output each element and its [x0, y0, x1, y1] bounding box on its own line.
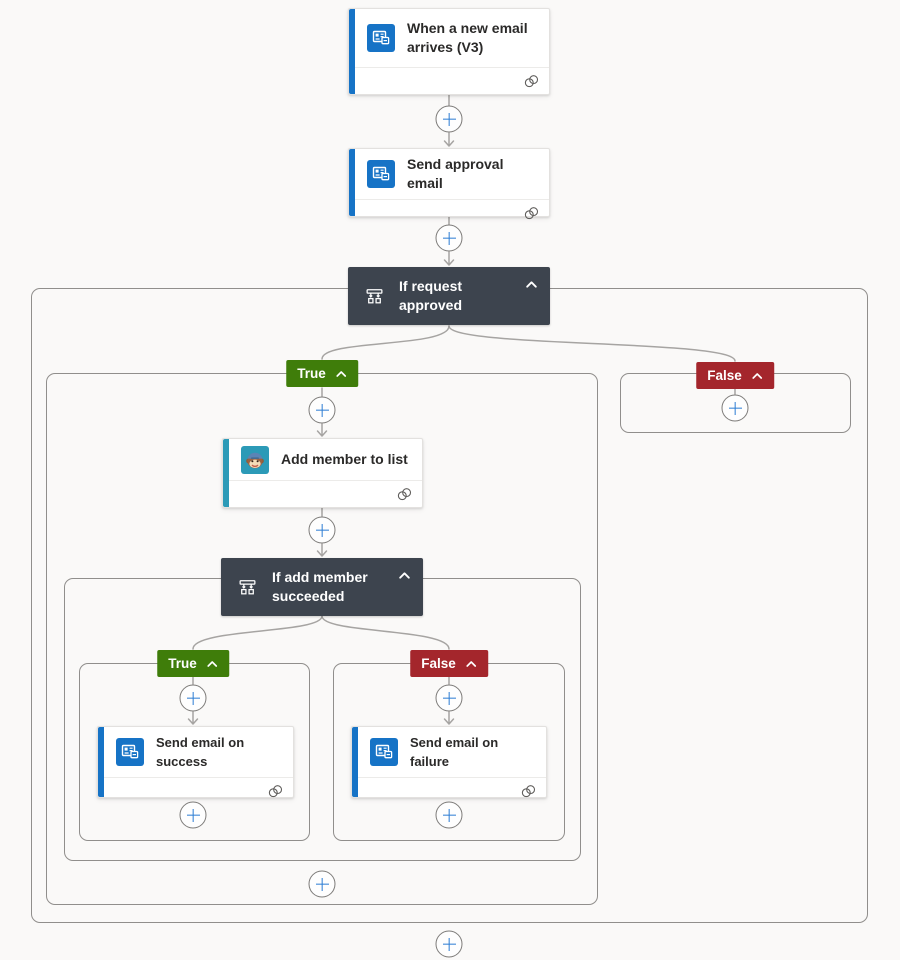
- chevron-up-icon: [335, 370, 346, 377]
- outlook-icon: [370, 738, 398, 766]
- card-title: Send email on success: [156, 735, 245, 769]
- insert-step-button[interactable]: [435, 105, 463, 133]
- insert-step-button[interactable]: [721, 394, 749, 422]
- insert-step-button[interactable]: [435, 930, 463, 958]
- nested-true-badge[interactable]: True: [157, 650, 229, 677]
- connection-icon[interactable]: [267, 784, 284, 799]
- true-badge-label: True: [297, 366, 326, 381]
- true-badge-label: True: [168, 656, 197, 671]
- false-badge[interactable]: False: [696, 362, 774, 389]
- card-footer: [223, 480, 422, 507]
- condition-icon: [239, 579, 256, 594]
- send-approval-card[interactable]: Send approval email: [348, 148, 550, 219]
- card-title: Send email on failure: [410, 735, 499, 769]
- card-footer: [349, 67, 549, 94]
- condition-request-card[interactable]: If request approved: [348, 267, 550, 325]
- condition-title: If add member succeeded: [272, 569, 368, 604]
- insert-step-button[interactable]: [435, 224, 463, 252]
- card-accent-bar: [98, 727, 104, 797]
- chevron-up-icon: [465, 660, 476, 667]
- chevron-up-icon[interactable]: [398, 571, 411, 580]
- send-failure-card[interactable]: Send email on failure: [351, 726, 547, 798]
- outlook-icon: [116, 738, 144, 766]
- nested-false-badge[interactable]: False: [410, 650, 488, 677]
- connection-icon[interactable]: [520, 784, 537, 799]
- add-member-card[interactable]: Add member to list: [222, 438, 423, 508]
- outlook-icon: [367, 24, 395, 52]
- condition-title: If request approved: [399, 278, 463, 313]
- card-header: Send email on success: [98, 727, 293, 777]
- outlook-icon: [367, 160, 395, 188]
- condition-icon: [366, 288, 383, 303]
- insert-step-button[interactable]: [435, 684, 463, 712]
- insert-step-button[interactable]: [179, 801, 207, 829]
- card-title: Add member to list: [281, 451, 408, 467]
- false-badge-label: False: [707, 368, 742, 383]
- insert-step-button[interactable]: [435, 801, 463, 829]
- chevron-up-icon: [206, 660, 217, 667]
- card-accent-bar: [352, 727, 358, 797]
- card-accent-bar: [349, 9, 355, 94]
- condition-member-card[interactable]: If add member succeeded: [221, 558, 423, 616]
- send-success-card[interactable]: Send email on success: [97, 726, 294, 798]
- mailchimp-icon: [241, 445, 269, 474]
- insert-step-button[interactable]: [308, 870, 336, 898]
- insert-step-button[interactable]: [308, 516, 336, 544]
- chevron-up-icon: [751, 372, 762, 379]
- card-title: Send approval email: [407, 156, 504, 191]
- card-header: Add member to list: [223, 439, 422, 480]
- trigger-card[interactable]: When a new email arrives (V3): [348, 8, 550, 95]
- insert-step-button[interactable]: [179, 684, 207, 712]
- card-accent-bar: [349, 149, 355, 216]
- card-footer: [98, 777, 293, 804]
- connection-icon[interactable]: [523, 206, 540, 221]
- card-header: Send email on failure: [352, 727, 546, 777]
- connection-icon[interactable]: [523, 74, 540, 89]
- card-header: When a new email arrives (V3): [349, 9, 549, 67]
- false-badge-label: False: [421, 656, 456, 671]
- card-header: Send approval email: [349, 149, 549, 199]
- card-footer: [349, 199, 549, 226]
- card-title: When a new email arrives (V3): [407, 20, 528, 55]
- card-footer: [352, 777, 546, 804]
- insert-step-button[interactable]: [308, 396, 336, 424]
- chevron-up-icon[interactable]: [525, 280, 538, 289]
- card-accent-bar: [223, 439, 229, 507]
- true-badge[interactable]: True: [286, 360, 358, 387]
- connection-icon[interactable]: [396, 487, 413, 502]
